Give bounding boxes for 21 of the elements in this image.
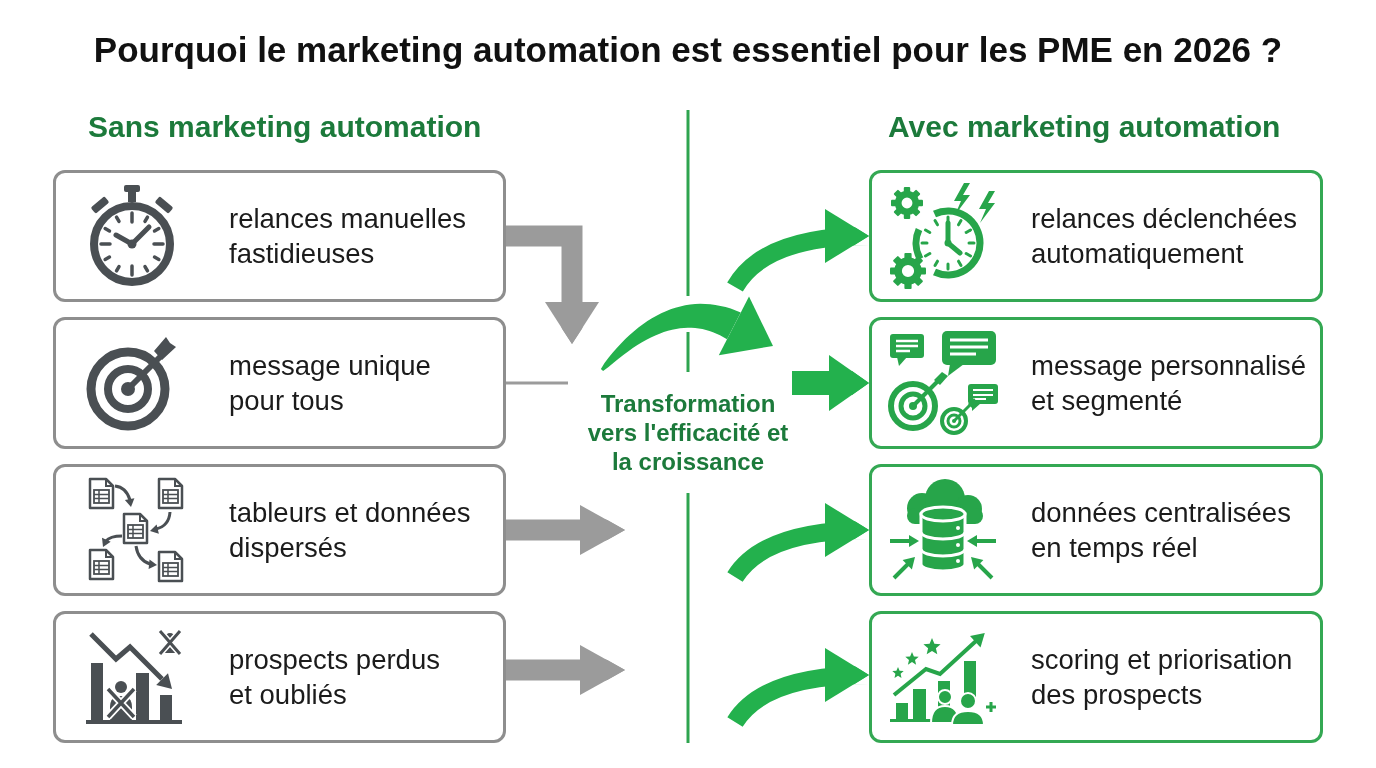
problem-text: tableurs et données dispersés xyxy=(229,496,472,565)
connector-line xyxy=(506,381,568,385)
benefit-card xyxy=(869,317,1323,449)
title: Pourquoi le marketing automation est essentiel pour les PME en 2026 ? xyxy=(93,29,1283,71)
benefit-card xyxy=(869,464,1323,596)
column-heading: Avec marketing automation xyxy=(888,109,1281,145)
benefit-text: données centralisées en temps réel xyxy=(1031,496,1292,565)
problem-card xyxy=(53,170,506,302)
problem-text: relances manuelles fastidieuses xyxy=(229,202,467,271)
center-caption: Transformation vers l'efficacité et la croissance xyxy=(586,389,790,476)
column-heading: Sans marketing automation xyxy=(88,109,482,145)
problem-card xyxy=(53,611,506,743)
benefit-card xyxy=(869,611,1323,743)
benefit-text: message personnalisé et segmenté xyxy=(1031,349,1308,418)
problem-text: message unique pour tous xyxy=(229,349,432,418)
benefit-card xyxy=(869,170,1323,302)
problem-card xyxy=(53,464,506,596)
problem-text: prospects perdus et oubliés xyxy=(229,643,441,712)
benefit-text: relances déclenchées automatiquement xyxy=(1031,202,1298,271)
problem-card xyxy=(53,317,506,449)
benefit-text: scoring et priorisation des prospects xyxy=(1031,643,1294,712)
